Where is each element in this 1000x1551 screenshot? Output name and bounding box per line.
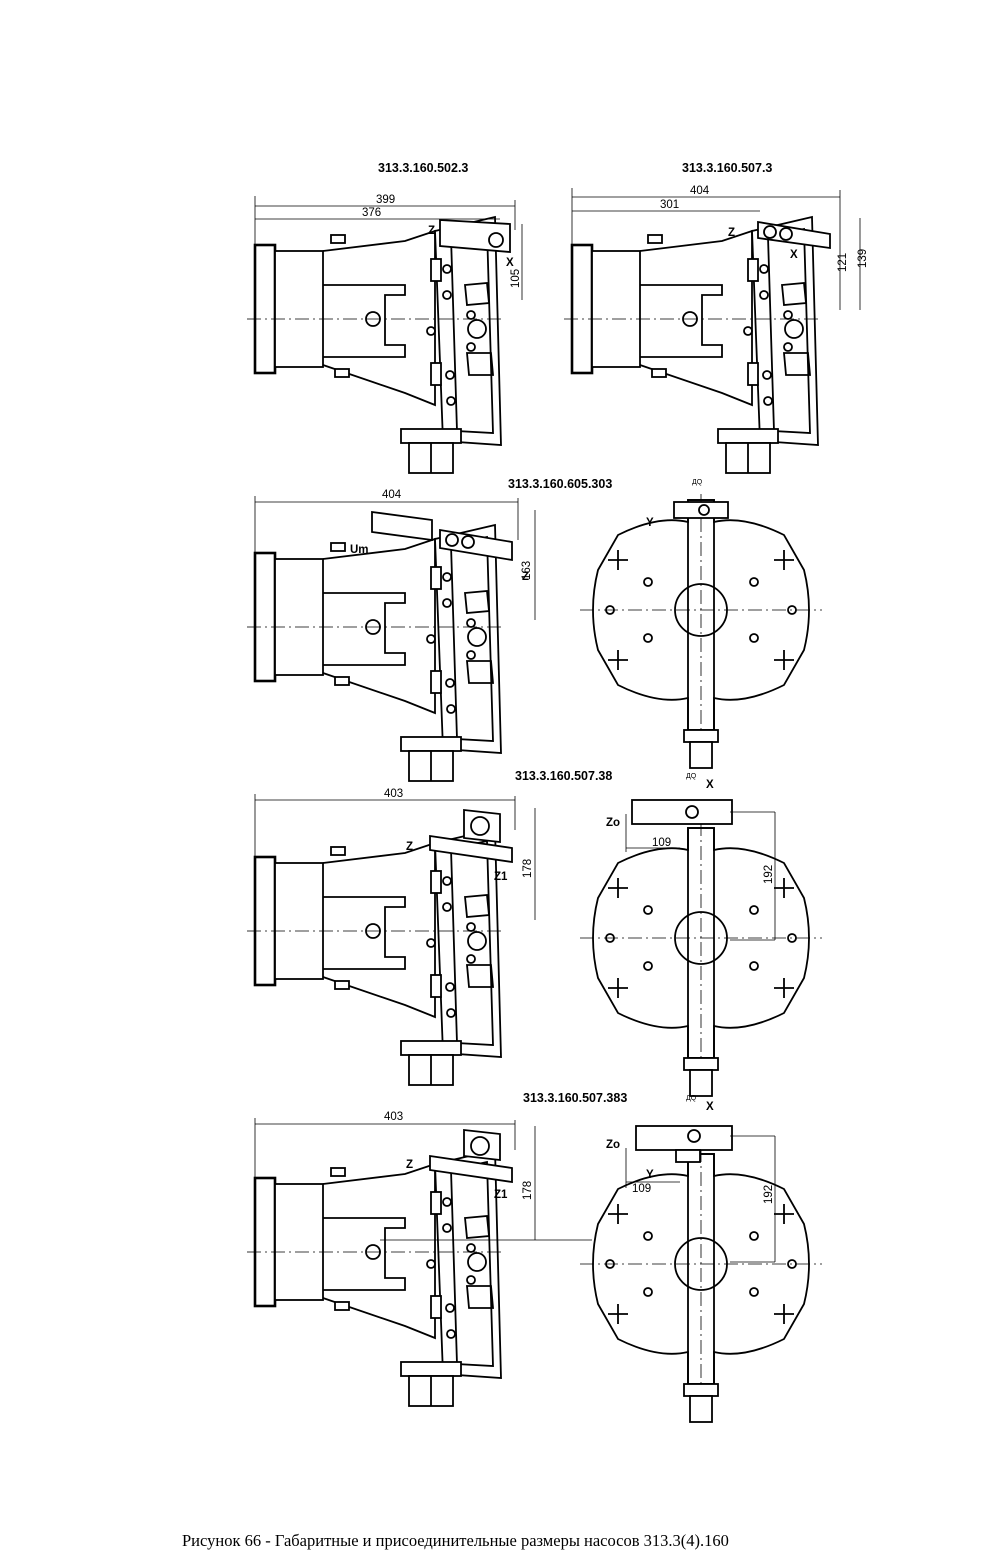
view-title-3: 313.3.160.605.303 [508,477,612,491]
dim-109-b: 109 [632,1183,651,1195]
port-label-x: X [706,1101,714,1113]
dim-109-a: 109 [652,837,671,849]
view-title-5: 313.3.160.507.383 [523,1091,627,1105]
port-label-y: Y [646,1169,654,1181]
dim-192-a: 192 [763,865,775,884]
pump-side-view-1: 313.3.160.502.3 399 376 105 Z X [245,161,523,475]
dim-163: 163 [521,561,533,580]
pump-side-view-3: 313.3.160.605.303 404 163 Um Z [245,477,612,783]
port-label-z: Z [522,571,529,583]
pump-end-view-3: ДQ Y [579,479,823,769]
end-mark: ДQ [686,1095,697,1102]
pump-end-view-5: ДQ 109 192 Zo Y X [579,1095,823,1423]
dim-178-b: 178 [522,1181,534,1200]
end-mark: ДQ [686,773,697,780]
dim-192-b: 192 [763,1185,775,1204]
pump-side-view-2: 313.3.160.507.3 404 301 121 139 Z X [562,161,869,475]
view-title-2: 313.3.160.507.3 [682,161,772,175]
dim-376: 376 [362,207,381,219]
dim-105: 105 [510,269,522,288]
dim-403-b: 403 [384,1111,403,1123]
dim-403-a: 403 [384,788,403,800]
pump-side-view-5: 313.3.160.507.383 403 178 Z Z1 [245,1091,627,1408]
dim-178-a: 178 [522,859,534,878]
port-label-x: X [506,257,514,269]
end-mark: ДQ [692,479,703,486]
port-label-z1: Z1 [494,871,508,883]
figure-caption: Рисунок 66 - Габаритные и присоединитель… [182,1531,729,1550]
port-label-z1: Z1 [494,1189,508,1201]
port-label-zo: Zo [606,817,620,829]
port-label-z: Z [428,225,435,237]
port-label-x: X [706,779,714,791]
port-label-x: X [790,249,798,261]
dim-404-b: 404 [382,489,402,501]
port-label-z: Z [728,227,735,239]
dim-404-a: 404 [690,185,710,197]
port-label-zo: Zo [606,1139,620,1151]
port-label-um: Um [350,544,369,556]
view-title-1: 313.3.160.502.3 [378,161,468,175]
drawing-sheet: 313.3.160.502.3 399 376 105 Z X 313.3.16… [245,161,869,1423]
view-title-4: 313.3.160.507.38 [515,769,612,783]
dim-139: 139 [857,249,869,268]
dim-121: 121 [837,253,849,272]
port-label-y: Y [646,517,654,529]
pump-end-view-4: ДQ 109 192 Zo X [579,773,823,1097]
dim-301: 301 [660,199,679,211]
port-label-z: Z [406,1159,413,1171]
port-label-z: Z [406,841,413,853]
pump-side-view-4: 313.3.160.507.38 403 178 Z Z1 [245,769,612,1087]
dim-399: 399 [376,194,395,206]
